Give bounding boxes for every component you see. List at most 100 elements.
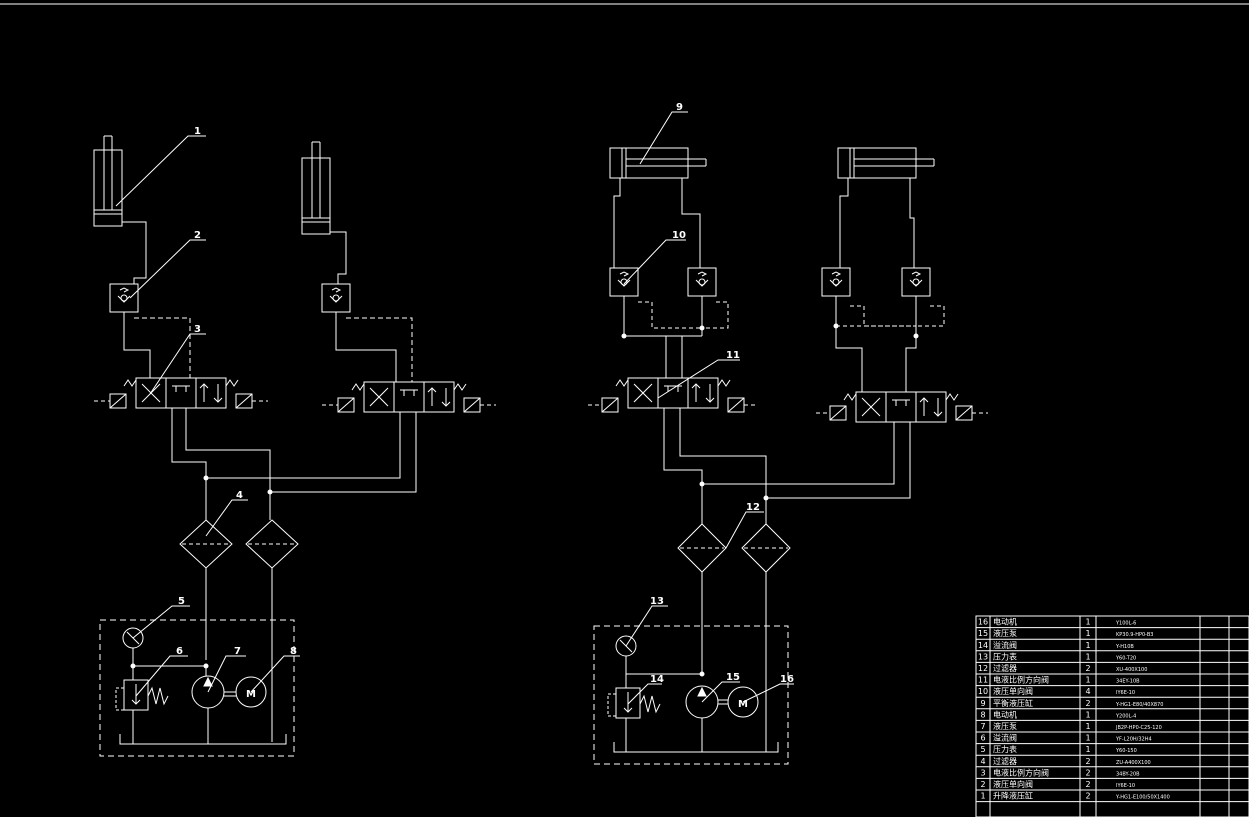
power-unit-box-left [99, 619, 295, 757]
table-cell-code: IY6E-10 [1116, 783, 1135, 789]
table-cell-no: 3 [980, 768, 985, 777]
table-cell-code: KP30.9-HP0-B3 [1116, 632, 1153, 638]
table-cell-qty: 2 [1085, 699, 1090, 708]
table-cell-no: 6 [980, 734, 985, 743]
table-cell-qty: 4 [1085, 687, 1090, 696]
lift-cylinder-2 [301, 141, 331, 235]
callout-5: 5 [178, 596, 185, 607]
balance-cylinder-9b [837, 147, 935, 179]
table-cell-code: Y-HG1-E100/50X1400 [1115, 795, 1170, 801]
table-cell-qty: 2 [1085, 757, 1090, 766]
check-valve-10d [901, 267, 931, 297]
table-cell-no: 1 [980, 792, 985, 801]
filter-4b [245, 519, 299, 569]
table-cell-qty: 1 [1085, 618, 1090, 627]
callout-9: 9 [676, 102, 683, 113]
table-cell-name: 过滤器 [993, 756, 1017, 766]
table-cell-qty: 1 [1085, 745, 1090, 754]
filter-4a [179, 519, 233, 569]
table-cell-name: 电动机 [993, 709, 1017, 719]
callout-10: 10 [672, 230, 686, 241]
callout-11: 11 [726, 350, 740, 361]
table-cell-code: 34EY-10B [1116, 679, 1140, 685]
electric-motor-8: M [235, 676, 267, 708]
check-valve-2b [321, 283, 351, 313]
proportional-directional-valve-3a [94, 377, 268, 409]
table-cell-qty: 2 [1085, 768, 1090, 777]
table-cell-no: 14 [978, 641, 988, 650]
table-cell-name: 电液比例方向阀 [993, 767, 1049, 777]
power-unit-box-right [593, 625, 789, 765]
table-cell-qty: 2 [1085, 792, 1090, 801]
table-cell-code: Y60-150 [1115, 748, 1137, 754]
table-cell-name: 溢流阀 [993, 640, 1017, 650]
table-cell-name: 压力表 [993, 651, 1017, 661]
table-cell-qty: 1 [1085, 652, 1090, 661]
table-cell-qty: 1 [1085, 676, 1090, 685]
left-circuit: M [93, 135, 496, 757]
callout-7: 7 [234, 646, 241, 657]
relief-valve-14 [607, 687, 661, 719]
table-cell-name: 升降液压缸 [993, 791, 1033, 801]
filter-12a [677, 523, 727, 573]
callout-15: 15 [726, 672, 740, 683]
callout-14: 14 [650, 674, 664, 685]
check-valve-10a [609, 267, 639, 297]
table-cell-no: 5 [980, 745, 985, 754]
table-cell-name: 平衡液压缸 [993, 698, 1033, 708]
check-valve-10c [821, 267, 851, 297]
lift-cylinder-1 [93, 135, 123, 227]
table-cell-name: 溢流阀 [993, 733, 1017, 743]
table-cell-no: 10 [978, 687, 988, 696]
table-cell-no: 2 [980, 780, 985, 789]
filter-12b [741, 523, 791, 573]
callout-4: 4 [236, 490, 243, 501]
table-cell-qty: 1 [1085, 710, 1090, 719]
table-cell-code: ZU-A400X100 [1116, 760, 1151, 766]
table-cell-code: 34BY-20B [1116, 771, 1140, 777]
motor-16-label: M [738, 699, 748, 710]
callout-1: 1 [194, 126, 201, 137]
table-cell-qty: 2 [1085, 780, 1090, 789]
relief-valve-6 [115, 679, 169, 711]
table-cell-code: XU-400X100 [1116, 667, 1147, 673]
table-cell-no: 11 [978, 676, 988, 685]
callout-13: 13 [650, 596, 664, 607]
table-cell-code: IY6E-10 [1116, 690, 1135, 696]
table-cell-no: 12 [978, 664, 988, 673]
table-cell-name: 液压泵 [993, 628, 1017, 638]
table-cell-name: 液压单向阀 [993, 779, 1033, 789]
check-valve-2a [109, 283, 139, 313]
balance-cylinder-9a [609, 147, 707, 179]
table-cell-code: Y-HG1-E80/40X870 [1115, 702, 1163, 708]
table-cell-no: 15 [978, 629, 988, 638]
table-cell-no: 16 [978, 618, 988, 627]
table-cell-code: YF-L20H/32H4 [1115, 737, 1152, 743]
table-cell-name: 液压泵 [993, 721, 1017, 731]
callout-layer: 1 2 3 4 5 6 7 8 9 10 11 12 13 14 15 16 [115, 102, 794, 705]
pressure-gauge-13 [615, 635, 637, 674]
proportional-directional-valve-3b [322, 381, 496, 413]
table-cell-name: 液压单向阀 [993, 686, 1033, 696]
proportional-directional-valve-11a [588, 377, 758, 413]
hydraulic-pump-7 [191, 675, 236, 709]
table-cell-qty: 2 [1085, 664, 1090, 673]
check-valve-10b [687, 267, 717, 297]
proportional-directional-valve-11b [816, 391, 988, 423]
table-cell-name: 电动机 [993, 617, 1017, 627]
table-cell-qty: 1 [1085, 641, 1090, 650]
pressure-gauge-5 [122, 627, 144, 666]
table-cell-name: 过滤器 [993, 663, 1017, 673]
table-cell-code: Y200L-4 [1115, 713, 1136, 719]
callout-8: 8 [290, 646, 297, 657]
callout-6: 6 [176, 646, 183, 657]
table-cell-qty: 1 [1085, 722, 1090, 731]
callout-3: 3 [194, 324, 201, 335]
tank-right [613, 742, 779, 753]
table-cell-qty: 1 [1085, 629, 1090, 638]
table-cell-no: 13 [978, 652, 988, 661]
table-cell-code: JB2P-HP0-C25-120 [1115, 725, 1162, 731]
table-cell-code: Y60-T20 [1115, 655, 1136, 661]
